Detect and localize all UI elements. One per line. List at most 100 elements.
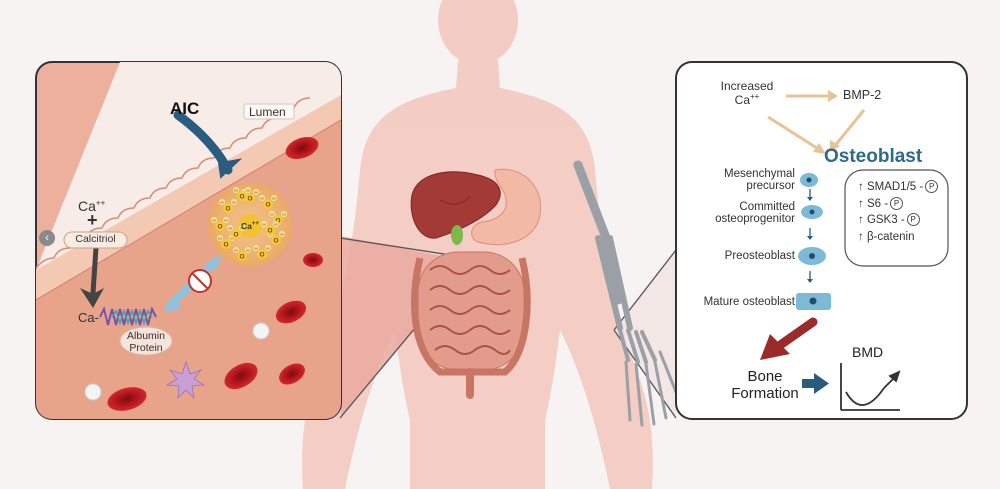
- stage-mesenchymal-line2: precursor: [746, 180, 795, 193]
- oxygen-atom: [221, 239, 231, 249]
- red-blood-cell: [107, 387, 147, 411]
- hydrogen-label: H: [220, 200, 223, 205]
- oxygen-label: O: [267, 228, 272, 235]
- ca-bound-label: Ca-: [78, 310, 99, 325]
- bmd-arrow: [802, 373, 829, 394]
- osteoblast-title: Osteoblast: [824, 146, 923, 167]
- phospho-icon: P: [925, 180, 939, 194]
- hydrogen-label: H: [224, 218, 227, 223]
- complex-ca-superscript: ++: [251, 221, 259, 227]
- stage-arrows: [807, 189, 813, 283]
- oxygen-atom: [237, 251, 247, 261]
- hydrogen-atom: [223, 217, 229, 223]
- hydrogen-atom: [259, 195, 265, 201]
- complex-ca-label: Ca++: [241, 221, 259, 231]
- blocked-binding: [163, 255, 222, 312]
- arm-bones-icon: [573, 160, 678, 427]
- marker-item: ↑ SMAD1/5 -P: [858, 179, 939, 196]
- protein-label: Protein: [129, 341, 163, 354]
- plus-sign: +: [87, 210, 98, 230]
- hydrogen-label: H: [228, 226, 231, 231]
- oxygen-label: O: [233, 232, 238, 239]
- oxygen-label: O: [273, 238, 278, 245]
- hydrogen-atom: [271, 195, 277, 201]
- marker-item: ↑ β-catenin: [858, 230, 915, 243]
- oxygen-atom: [271, 235, 281, 245]
- hydrogen-label: H: [232, 200, 235, 205]
- oxygen-atom: [237, 191, 247, 201]
- hydrogen-atom: [245, 247, 251, 253]
- stage-mesenchymal: Mesenchymal precursor: [724, 168, 795, 192]
- hydrogen-atom: [253, 245, 259, 251]
- red-blood-cell: [275, 300, 307, 324]
- albumin-blob: [119, 326, 173, 356]
- stage-preosteoblast-line1: Preosteoblast: [724, 250, 795, 262]
- oxygen-label: O: [239, 194, 244, 201]
- gallbladder-icon: [451, 225, 463, 245]
- marker-item: ↑ GSK3 -P: [858, 212, 938, 229]
- osteoblast-stage-cells: [796, 173, 831, 310]
- hydrogen-label: H: [254, 190, 257, 195]
- albumin-label: Albumin: [127, 330, 165, 342]
- hydrogen-atom: [233, 247, 239, 253]
- hydrogen-atom: [231, 199, 237, 205]
- bmp2-label: BMP-2: [843, 88, 882, 102]
- oxygen-atom: [231, 229, 241, 239]
- hydrogen-atom: [281, 211, 287, 217]
- hydrogen-label: H: [272, 196, 275, 201]
- ca-water-complex: OHHOHHOHHOHHOHHOHHOHHOHHOHHOHHOHHOHH: [208, 183, 292, 267]
- bone-formation-label: Bone Formation: [727, 368, 803, 403]
- oxygen-atom: [263, 199, 273, 209]
- signaling-marker-box: [844, 169, 949, 267]
- hydrogen-atom: [261, 221, 267, 227]
- hydrogen-atom: [239, 225, 245, 231]
- hydrogen-label: H: [262, 222, 265, 227]
- hydrogen-atom: [217, 235, 223, 241]
- hydrogen-label: H: [230, 236, 233, 241]
- lumen-label: Lumen: [249, 105, 286, 119]
- hydrogen-atom: [219, 199, 225, 205]
- red-blood-cell: [303, 253, 323, 267]
- oxygen-atom: [245, 193, 255, 203]
- hydrogen-atom: [265, 245, 271, 251]
- hydrogen-label: H: [246, 188, 249, 193]
- formation-arrow: [771, 317, 818, 353]
- phospho-icon: P: [906, 213, 920, 227]
- platelet-cell: [165, 360, 206, 400]
- ca-ion-label: Ca++: [78, 199, 105, 214]
- hydrogen-label: H: [270, 212, 273, 217]
- hydrogen-label: H: [234, 248, 237, 253]
- hydrogen-label: H: [218, 236, 221, 241]
- stomach-icon: [471, 168, 542, 246]
- red-blood-cell: [224, 362, 258, 390]
- hydrogen-label: H: [246, 248, 249, 253]
- ca-text: Ca: [78, 198, 96, 214]
- hydrogen-atom: [273, 221, 279, 227]
- oxygen-label: O: [247, 196, 252, 203]
- calcitriol-arrow: [90, 245, 99, 296]
- increased-ca-text: Ca: [734, 93, 750, 108]
- nav-left-button[interactable]: ‹: [39, 230, 55, 246]
- hydrogen-atom: [211, 217, 217, 223]
- ca-ion: [238, 214, 262, 238]
- hydrogen-label: H: [240, 226, 243, 231]
- liver-icon: [410, 171, 501, 239]
- oxygen-label: O: [239, 254, 244, 261]
- hydrogen-atom: [269, 211, 275, 217]
- hydrogen-label: H: [254, 246, 257, 251]
- oxygen-label: O: [275, 218, 280, 225]
- hydrogen-label: H: [260, 196, 263, 201]
- hydrogen-label: H: [212, 218, 215, 223]
- bmd-label: BMD: [852, 344, 884, 360]
- calcitriol-pill: [63, 231, 128, 249]
- oxygen-label: O: [217, 224, 222, 231]
- hydrogen-label: H: [282, 212, 285, 217]
- increased-ca-label: Increased Ca++: [712, 79, 782, 108]
- red-blood-cells: [107, 136, 323, 411]
- stage-mature: Mature osteoblast: [704, 296, 795, 308]
- bone-text: Bone: [747, 368, 783, 385]
- formation-text: Formation: [731, 385, 799, 403]
- red-blood-cell: [279, 363, 305, 385]
- hydrogen-atom: [279, 231, 285, 237]
